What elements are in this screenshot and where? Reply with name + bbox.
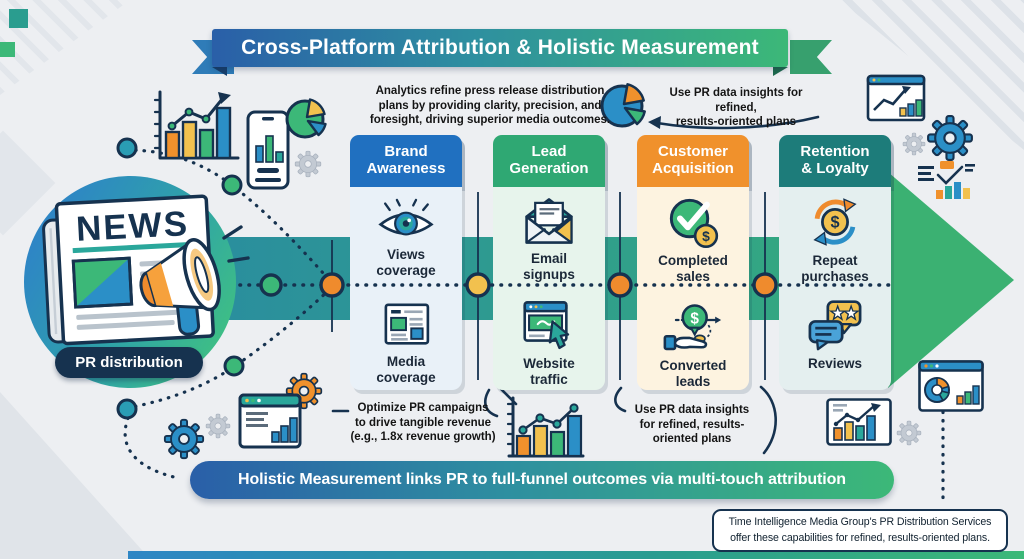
services-note-box: Time Intelligence Media Group's PR Distr… bbox=[712, 509, 1008, 552]
column-header: Lead Generation bbox=[493, 135, 605, 187]
website-cursor-icon bbox=[523, 301, 570, 350]
chart-card-icon bbox=[826, 398, 892, 446]
column-header: Customer Acquisition bbox=[637, 135, 749, 187]
hand-dollar-icon: $ bbox=[663, 304, 722, 351]
insights-annotation-bottom: Use PR data insights for refined, result… bbox=[634, 404, 750, 446]
column-customer-acquisition: Customer Acquisition $ Completed sales bbox=[637, 135, 749, 390]
email-icon bbox=[525, 198, 573, 244]
pie-chart-icon bbox=[600, 83, 646, 128]
pie-chart-icon bbox=[285, 98, 327, 139]
column-lead-generation: Lead Generation Email signups bbox=[493, 135, 605, 390]
optimize-annotation: Optimize PR campaigns to drive tangible … bbox=[350, 402, 496, 444]
newspaper-icon bbox=[384, 303, 430, 345]
page-title: Cross-Platform Attribution & Holistic Me… bbox=[241, 36, 759, 59]
browser-chart-icon bbox=[866, 74, 926, 122]
bottom-accent-bar bbox=[128, 551, 1024, 559]
title-banner: Cross-Platform Attribution & Holistic Me… bbox=[212, 29, 788, 67]
ribbon-fold bbox=[773, 67, 788, 76]
square-decoration bbox=[9, 9, 28, 28]
ribbon-fold bbox=[212, 67, 227, 76]
repeat-dollar-icon: $ bbox=[813, 198, 857, 246]
metric-label: Reviews bbox=[807, 356, 863, 371]
newspaper-megaphone-illustration: NEWS bbox=[42, 194, 250, 346]
column-header: Retention & Loyalty bbox=[779, 135, 891, 187]
metric-label: Repeat purchases bbox=[801, 253, 869, 284]
column-brand-awareness: Brand Awareness Views coverage bbox=[350, 135, 462, 390]
news-masthead: NEWS bbox=[75, 204, 190, 249]
metric-label: Email signups bbox=[523, 251, 575, 282]
metric-label: Completed sales bbox=[658, 253, 728, 284]
gear-icon bbox=[902, 132, 926, 156]
gear-icon bbox=[163, 418, 205, 460]
check-dollar-icon: $ bbox=[669, 198, 719, 248]
column-retention-loyalty: Retention & Loyalty $ Repeat purchases bbox=[779, 135, 891, 390]
gear-icon bbox=[896, 420, 922, 446]
reviews-icon bbox=[808, 300, 862, 351]
browser-donut-icon bbox=[918, 360, 984, 412]
phone-analytics-icon bbox=[246, 110, 290, 190]
gear-icon bbox=[294, 150, 322, 178]
metric-label: Website traffic bbox=[523, 356, 575, 387]
insights-annotation-top: Use PR data insights for refined, result… bbox=[669, 87, 803, 129]
browser-chart-icon bbox=[238, 393, 302, 449]
column-header: Brand Awareness bbox=[350, 135, 462, 187]
metric-label: Views coverage bbox=[376, 247, 436, 278]
pr-distribution-badge: PR distribution bbox=[55, 347, 203, 378]
funnel-arrow-head bbox=[888, 172, 1014, 388]
bar-chart-icon bbox=[506, 396, 585, 458]
eye-icon bbox=[378, 198, 434, 236]
sound-lines bbox=[222, 225, 250, 263]
square-decoration bbox=[0, 42, 15, 57]
holistic-measurement-banner: Holistic Measurement links PR to full-fu… bbox=[190, 461, 894, 499]
megaphone-icon bbox=[139, 238, 221, 336]
analytics-annotation: Analytics refine press release distribut… bbox=[369, 85, 611, 127]
gear-icon bbox=[927, 115, 973, 161]
svg-text:$: $ bbox=[830, 214, 839, 232]
report-icon bbox=[918, 161, 975, 199]
bar-chart-icon bbox=[153, 90, 240, 160]
svg-text:$: $ bbox=[702, 228, 710, 244]
metric-label: Converted leads bbox=[659, 358, 727, 389]
gear-icon bbox=[205, 413, 231, 439]
svg-text:$: $ bbox=[690, 310, 699, 327]
metric-label: Media coverage bbox=[376, 354, 436, 385]
